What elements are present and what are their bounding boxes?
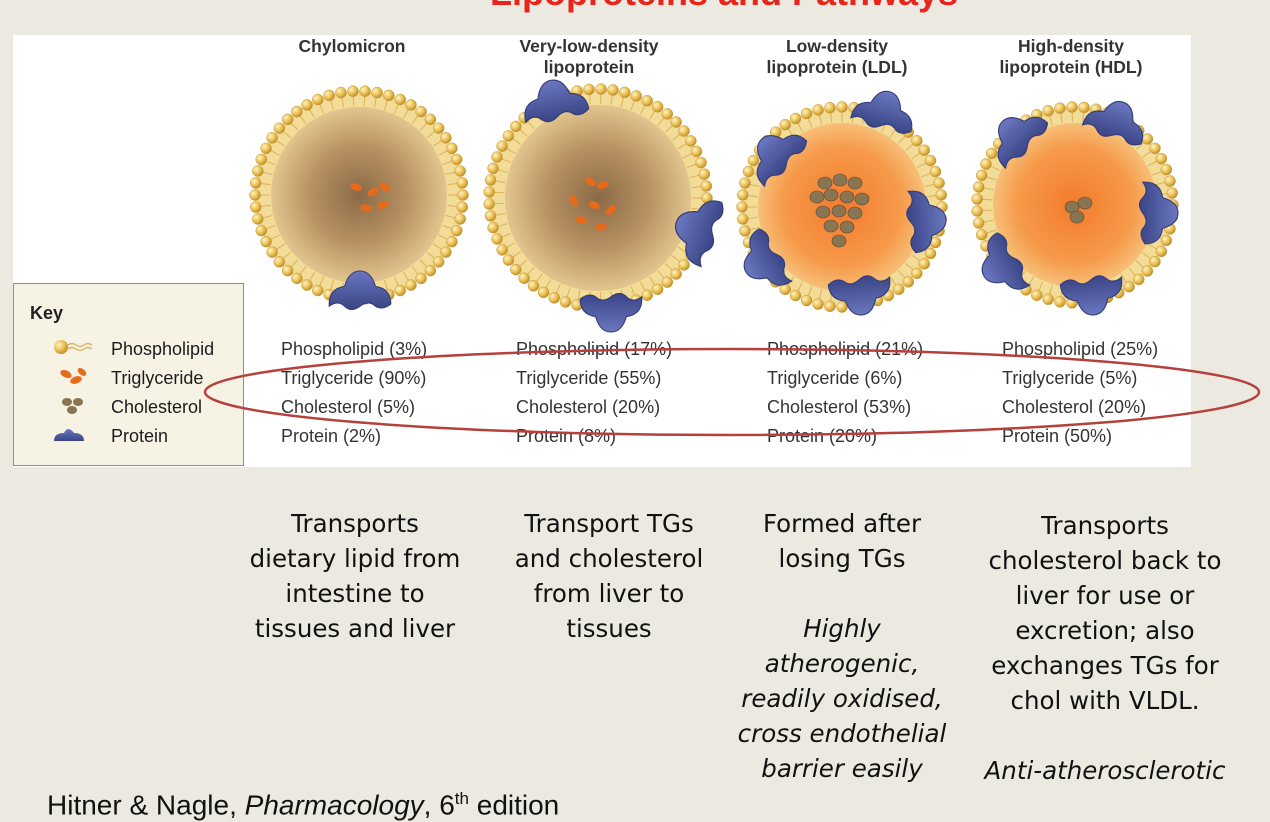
highlight-ellipse: [205, 349, 1259, 435]
description-line: intestine to: [235, 576, 475, 611]
note-line: Anti-atherosclerotic: [970, 753, 1240, 788]
description-line: chol with VLDL.: [970, 683, 1240, 718]
description-line: tissues and liver: [235, 611, 475, 646]
citation: Hitner & Nagle, Pharmacology, 6th editio…: [47, 782, 559, 822]
citation-authors: Hitner & Nagle,: [47, 789, 237, 820]
citation-edition-sup: th: [455, 789, 469, 808]
note-line: atherogenic,: [722, 646, 962, 681]
note-line: barrier easily: [722, 751, 962, 786]
description-line: excretion; also: [970, 613, 1240, 648]
description-line: Transports: [235, 506, 475, 541]
description-line: exchanges TGs for: [970, 648, 1240, 683]
description-line: liver for use or: [970, 578, 1240, 613]
citation-book: Pharmacology: [245, 789, 424, 820]
citation-edition-word: edition: [469, 789, 559, 820]
description-line: losing TGs: [722, 541, 962, 576]
description-line: from liver to: [499, 576, 719, 611]
description-line: cholesterol back to: [970, 543, 1240, 578]
note-line: readily oxidised,: [722, 681, 962, 716]
description-line: Transports: [970, 508, 1240, 543]
description-line: Formed after: [722, 506, 962, 541]
description-line: and cholesterol: [499, 541, 719, 576]
description-line: dietary lipid from: [235, 541, 475, 576]
description-line: tissues: [499, 611, 719, 646]
citation-edition-number: , 6: [424, 789, 455, 820]
description-hdl: Transports cholesterol back to liver for…: [970, 508, 1240, 788]
description-vldl: Transport TGs and cholesterol from liver…: [499, 506, 719, 646]
description-line: Transport TGs: [499, 506, 719, 541]
description-chylomicron: Transports dietary lipid from intestine …: [235, 506, 475, 646]
note-line: Highly: [722, 611, 962, 646]
note-line: cross endothelial: [722, 716, 962, 751]
description-ldl: Formed after losing TGs Highly atherogen…: [722, 506, 962, 786]
